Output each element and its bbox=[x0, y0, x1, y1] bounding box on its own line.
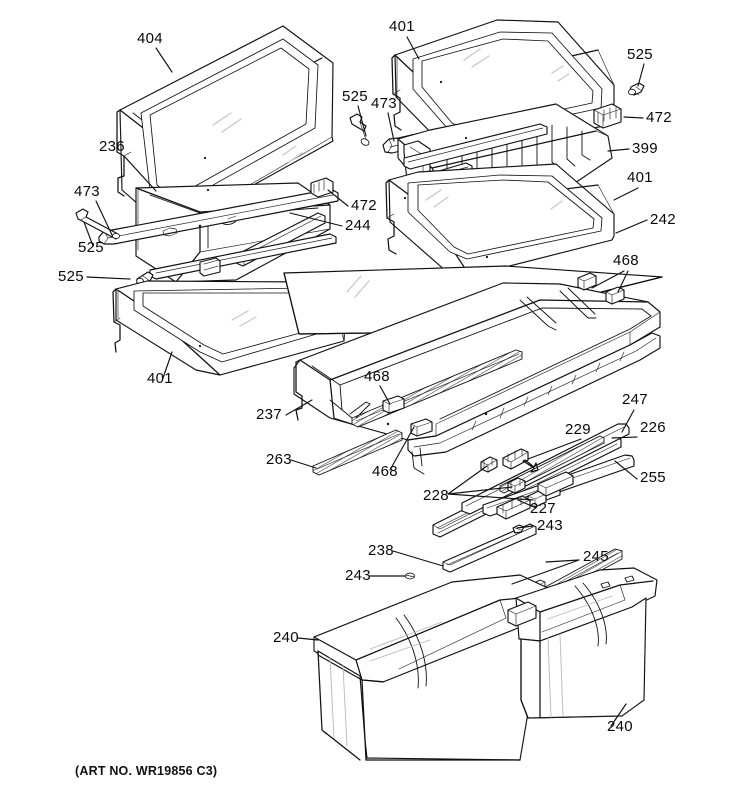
part-525-screw-right-top bbox=[628, 82, 645, 96]
part-238-drawer-support-rail bbox=[442, 523, 537, 573]
callout-number-472: 472 bbox=[646, 109, 672, 126]
clip-228-b bbox=[507, 477, 526, 494]
callout-number-226: 226 bbox=[640, 419, 666, 436]
callout-number-244: 244 bbox=[345, 217, 371, 234]
part-525-screw-left-upper bbox=[75, 208, 121, 240]
callout-number-401: 401 bbox=[389, 18, 415, 35]
part-472-slide-stop-clip-left bbox=[310, 177, 334, 198]
callout-number-525: 525 bbox=[627, 46, 653, 63]
callout-number-240: 240 bbox=[273, 629, 299, 646]
callout-number-525: 525 bbox=[58, 268, 84, 285]
callout-number-468: 468 bbox=[372, 463, 398, 480]
part-240-crisper-pan-left bbox=[313, 574, 566, 761]
callout-number-255: 255 bbox=[640, 469, 666, 486]
part-243-pin-retainer-b bbox=[404, 572, 416, 580]
callout-number-238: 238 bbox=[368, 542, 394, 559]
clip-227-b bbox=[537, 471, 574, 497]
part-401-shelf-glass-mid-right bbox=[385, 163, 615, 277]
callout-number-399: 399 bbox=[632, 140, 658, 157]
callout-number-243: 243 bbox=[345, 567, 371, 584]
callout-number-247: 247 bbox=[622, 391, 648, 408]
callout-number-242: 242 bbox=[650, 211, 676, 228]
callout-number-472: 472 bbox=[351, 197, 377, 214]
part-263-shelf-slide-rail bbox=[312, 429, 403, 476]
callout-number-401: 401 bbox=[627, 169, 653, 186]
stop-block-b bbox=[605, 286, 625, 305]
part-404-upper-shelf-frame bbox=[116, 25, 334, 229]
callout-number-525: 525 bbox=[78, 239, 104, 256]
callout-number-240: 240 bbox=[607, 718, 633, 735]
part-525-screw-upper-middle bbox=[349, 113, 370, 146]
callout-number-468: 468 bbox=[613, 252, 639, 269]
callout-number-245: 245 bbox=[583, 548, 609, 565]
callout-number-263: 263 bbox=[266, 451, 292, 468]
callout-number-243: 243 bbox=[537, 517, 563, 534]
art-number-text: (ART NO. WR19856 C3) bbox=[75, 764, 217, 778]
callout-number-236: 236 bbox=[99, 138, 125, 155]
part-473-left-trim-bar bbox=[98, 188, 339, 280]
callout-number-473: 473 bbox=[74, 183, 100, 200]
pan-rim-connector bbox=[507, 601, 537, 627]
callout-number-237: 237 bbox=[256, 406, 282, 423]
part-472-slide-stop-clip-right bbox=[593, 103, 622, 129]
part-240-crisper-pan-right bbox=[515, 567, 658, 719]
callout-number-228: 228 bbox=[423, 487, 449, 504]
callout-number-473: 473 bbox=[371, 95, 397, 112]
callout-number-404: 404 bbox=[137, 30, 163, 47]
clip-228-a bbox=[480, 456, 498, 473]
callout-number-468: 468 bbox=[364, 368, 390, 385]
stop-block-a bbox=[577, 272, 597, 291]
callout-number-227: 227 bbox=[530, 500, 556, 517]
callout-number-229: 229 bbox=[565, 421, 591, 438]
callout-number-525: 525 bbox=[342, 88, 368, 105]
part-226-drawer-slide-rail bbox=[461, 423, 630, 515]
leader-lines bbox=[83, 36, 648, 727]
clip-229-a bbox=[502, 448, 539, 473]
callout-number-401: 401 bbox=[147, 370, 173, 387]
